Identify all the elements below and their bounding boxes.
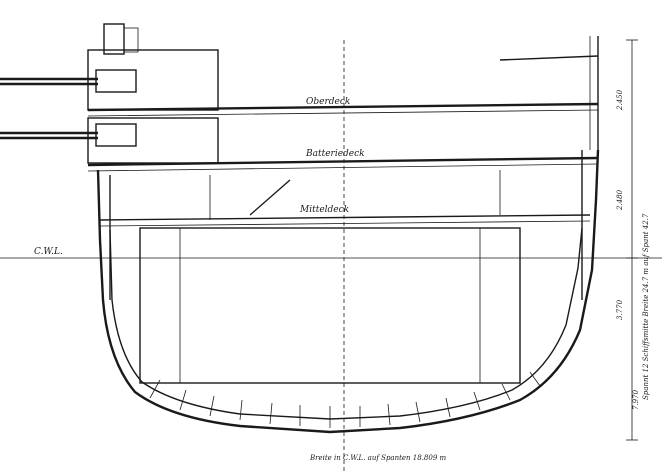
battery-deck-label: Batteriedeck [305,149,365,159]
upper-deck-line [87,102,599,112]
dimension-label: 3.770 [616,299,624,320]
bottom-note: Breite in C.W.L. auf Spanten 18.809 m [309,454,447,462]
casemate-upper [87,49,219,111]
casemate-lower [87,117,219,164]
hold-space [139,227,521,384]
upper-deck-label: Oberdeck [306,97,350,107]
lower-gun [0,123,137,147]
battery-deck-line [87,156,599,167]
dimension-label: 2.450 [616,89,624,111]
dimension-label: 7.970 [632,389,640,410]
middle-deck-label: Mitteldeck [299,205,349,215]
cwl-label: C.W.L. [34,247,63,257]
upper-gun [0,69,137,93]
middle-deck-line [99,214,591,221]
bottom-frames [149,371,541,428]
right-side-note: Spannt 12 Schiffsmitte Breite 24.7 m auf… [642,213,650,400]
hull-shell [96,149,600,434]
hull-inner-shell [109,227,583,420]
dimension-label: 2.480 [616,189,624,211]
